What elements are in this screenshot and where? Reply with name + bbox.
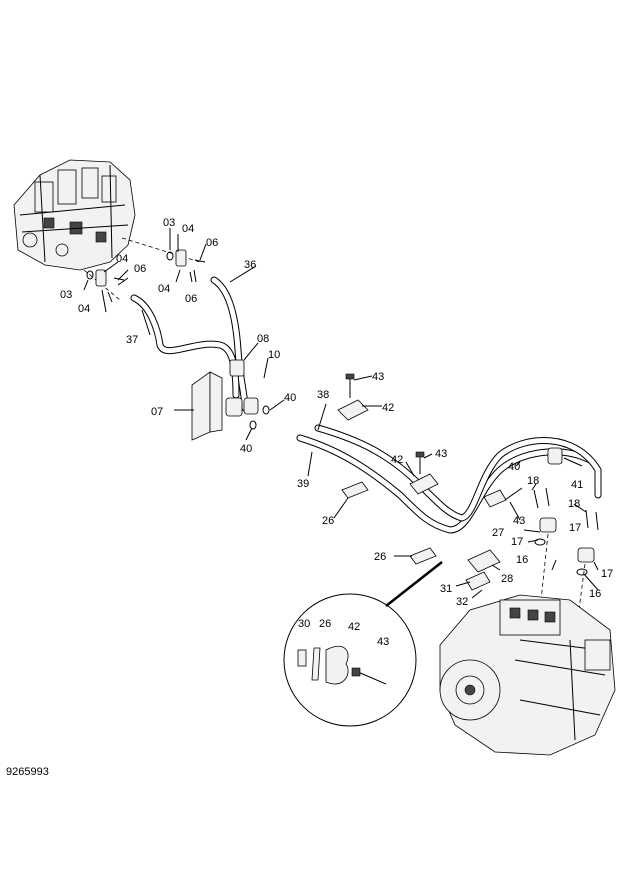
callout-17-a: 17 bbox=[511, 536, 523, 548]
callout-43-d: 43 bbox=[377, 636, 389, 648]
callout-42-c: 42 bbox=[348, 621, 360, 633]
callout-36: 36 bbox=[244, 259, 256, 271]
callout-38: 38 bbox=[317, 389, 329, 401]
callout-43-b: 43 bbox=[435, 448, 447, 460]
callout-labels: 03 04 06 03 04 04 06 04 06 36 37 08 10 0… bbox=[60, 217, 613, 648]
callout-04-c: 04 bbox=[78, 303, 90, 315]
callout-40-c: 40 bbox=[508, 461, 520, 473]
hose-37-icon bbox=[130, 294, 240, 399]
hose-clamp-icon bbox=[337, 399, 507, 565]
callout-41: 41 bbox=[571, 479, 583, 491]
callout-17-c: 17 bbox=[601, 568, 613, 580]
hose-38-icon bbox=[296, 434, 594, 534]
callout-42-b: 42 bbox=[391, 454, 403, 466]
callout-03-a: 03 bbox=[163, 217, 175, 229]
callout-04-a: 04 bbox=[182, 223, 194, 235]
leader-lines bbox=[83, 228, 599, 599]
callout-04-d: 04 bbox=[158, 283, 170, 295]
mount-bracket-icon bbox=[465, 549, 501, 591]
callout-26-a: 26 bbox=[322, 515, 334, 527]
control-valve-icon bbox=[13, 159, 136, 271]
callout-26-c: 26 bbox=[319, 618, 331, 630]
callout-43-a: 43 bbox=[372, 371, 384, 383]
bolt-icon bbox=[107, 259, 206, 303]
callout-06-a: 06 bbox=[206, 237, 218, 249]
callout-37: 37 bbox=[126, 334, 138, 346]
callout-17-b: 17 bbox=[569, 522, 581, 534]
detail-circle-icon bbox=[283, 561, 443, 727]
callout-06-c: 06 bbox=[185, 293, 197, 305]
callout-27: 27 bbox=[492, 527, 504, 539]
callout-03-b: 03 bbox=[60, 289, 72, 301]
callout-32: 32 bbox=[456, 596, 468, 608]
hose-36-icon bbox=[210, 276, 249, 412]
callout-06-b: 06 bbox=[134, 263, 146, 275]
flange-icon bbox=[95, 249, 187, 287]
callout-08: 08 bbox=[257, 333, 269, 345]
callout-43-c: 43 bbox=[513, 515, 525, 527]
callout-40-b: 40 bbox=[240, 443, 252, 455]
pump-fitting-icon bbox=[533, 447, 599, 576]
callout-40-a: 40 bbox=[284, 392, 296, 404]
callout-18-b: 18 bbox=[568, 498, 580, 510]
callout-30: 30 bbox=[298, 618, 310, 630]
callout-31: 31 bbox=[440, 583, 452, 595]
callout-26-b: 26 bbox=[374, 551, 386, 563]
callout-16-b: 16 bbox=[589, 588, 601, 600]
hose-39-icon bbox=[314, 424, 602, 522]
callout-42-a: 42 bbox=[382, 402, 394, 414]
bolt-43-icon bbox=[345, 373, 523, 501]
callout-04-b: 04 bbox=[116, 253, 128, 265]
callout-39: 39 bbox=[297, 478, 309, 490]
callout-07: 07 bbox=[151, 406, 163, 418]
o-ring-icon bbox=[86, 251, 174, 280]
callout-10: 10 bbox=[268, 349, 280, 361]
callout-28: 28 bbox=[501, 573, 513, 585]
elbow-fitting-icon bbox=[225, 397, 270, 430]
clamp-icon bbox=[229, 359, 245, 377]
callout-16-a: 16 bbox=[516, 554, 528, 566]
bracket-icon bbox=[191, 371, 223, 441]
callout-18-a: 18 bbox=[527, 475, 539, 487]
hydraulic-pump-icon bbox=[439, 594, 616, 756]
drawing-number: 9265993 bbox=[6, 766, 49, 778]
